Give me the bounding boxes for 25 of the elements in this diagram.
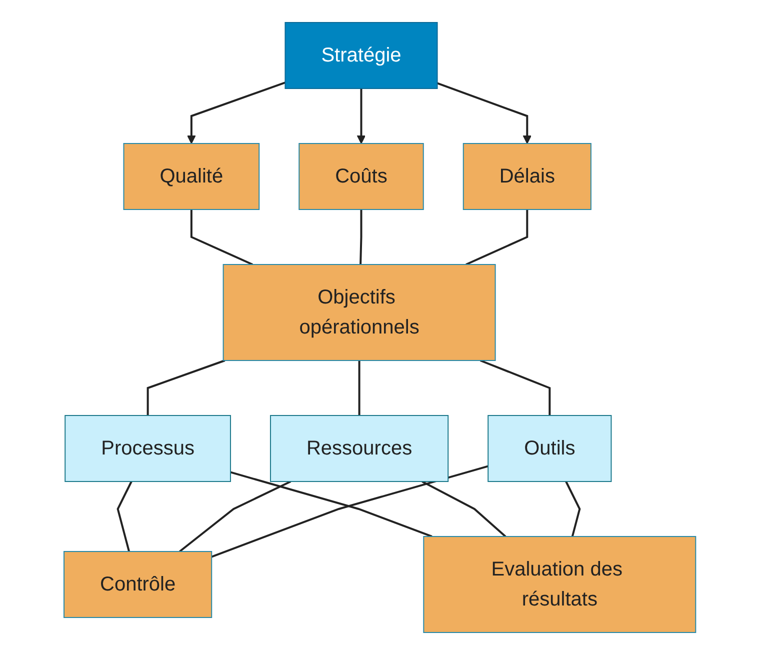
arrow — [437, 82, 532, 144]
node-box: Evaluation des résultats — [423, 536, 696, 633]
node-box: Qualité — [123, 143, 260, 210]
connector — [565, 481, 581, 537]
connector — [358, 360, 360, 416]
connector — [211, 465, 489, 558]
node-box: Coûts — [298, 143, 424, 210]
node-box: Ressources — [270, 415, 449, 482]
connector — [179, 480, 292, 552]
connector — [116, 481, 132, 552]
connector — [480, 360, 551, 416]
connector — [190, 210, 254, 266]
arrow — [357, 88, 366, 144]
connector — [230, 471, 432, 538]
connector — [360, 210, 362, 265]
node-box: Stratégie — [284, 22, 438, 89]
connector — [466, 210, 528, 266]
node-box: Contrôle — [64, 551, 212, 618]
node-box: Processus — [64, 415, 232, 482]
node-box: Objectifs opérationnels — [222, 264, 496, 361]
connector — [146, 360, 226, 416]
connector — [422, 480, 506, 538]
node-box: Délais — [463, 143, 592, 210]
arrow — [187, 82, 286, 144]
node-box: Outils — [488, 415, 612, 482]
